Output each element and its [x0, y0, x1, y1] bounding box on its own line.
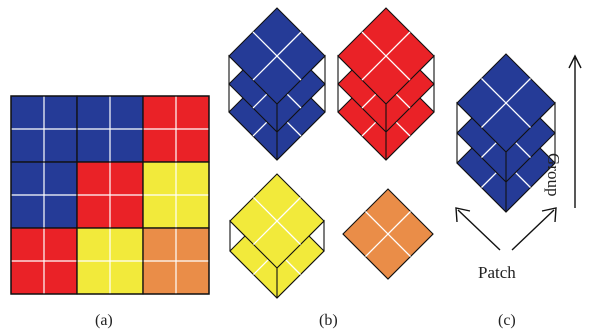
- stack-yellow: [229, 173, 325, 299]
- panel-c-label: (c): [498, 312, 516, 329]
- grid-outline: [10, 95, 210, 295]
- patch-line: [361, 31, 411, 81]
- panel-a-grid: [10, 95, 210, 295]
- patch-right-arrow-icon: [511, 207, 557, 251]
- stack-blue-group: [456, 53, 556, 213]
- patch-line: [252, 31, 302, 81]
- patch-label: Patch: [478, 263, 516, 282]
- patch-left-arrow-icon: [455, 207, 501, 251]
- stack-red: [337, 7, 435, 161]
- panel-b-label: (b): [319, 312, 338, 329]
- patch-line: [481, 78, 531, 128]
- patch-line: [365, 211, 411, 257]
- group-arrow-icon: [568, 54, 582, 208]
- panel-c-annotations: [455, 54, 582, 251]
- panel-a-label: (a): [95, 312, 113, 329]
- stack-orange: [342, 188, 434, 280]
- group-label: Group: [544, 153, 563, 197]
- stack-blue: [228, 7, 326, 161]
- patch-line: [253, 197, 301, 245]
- panel-c-stack: [456, 53, 556, 213]
- panel-b-stacks: [228, 7, 435, 299]
